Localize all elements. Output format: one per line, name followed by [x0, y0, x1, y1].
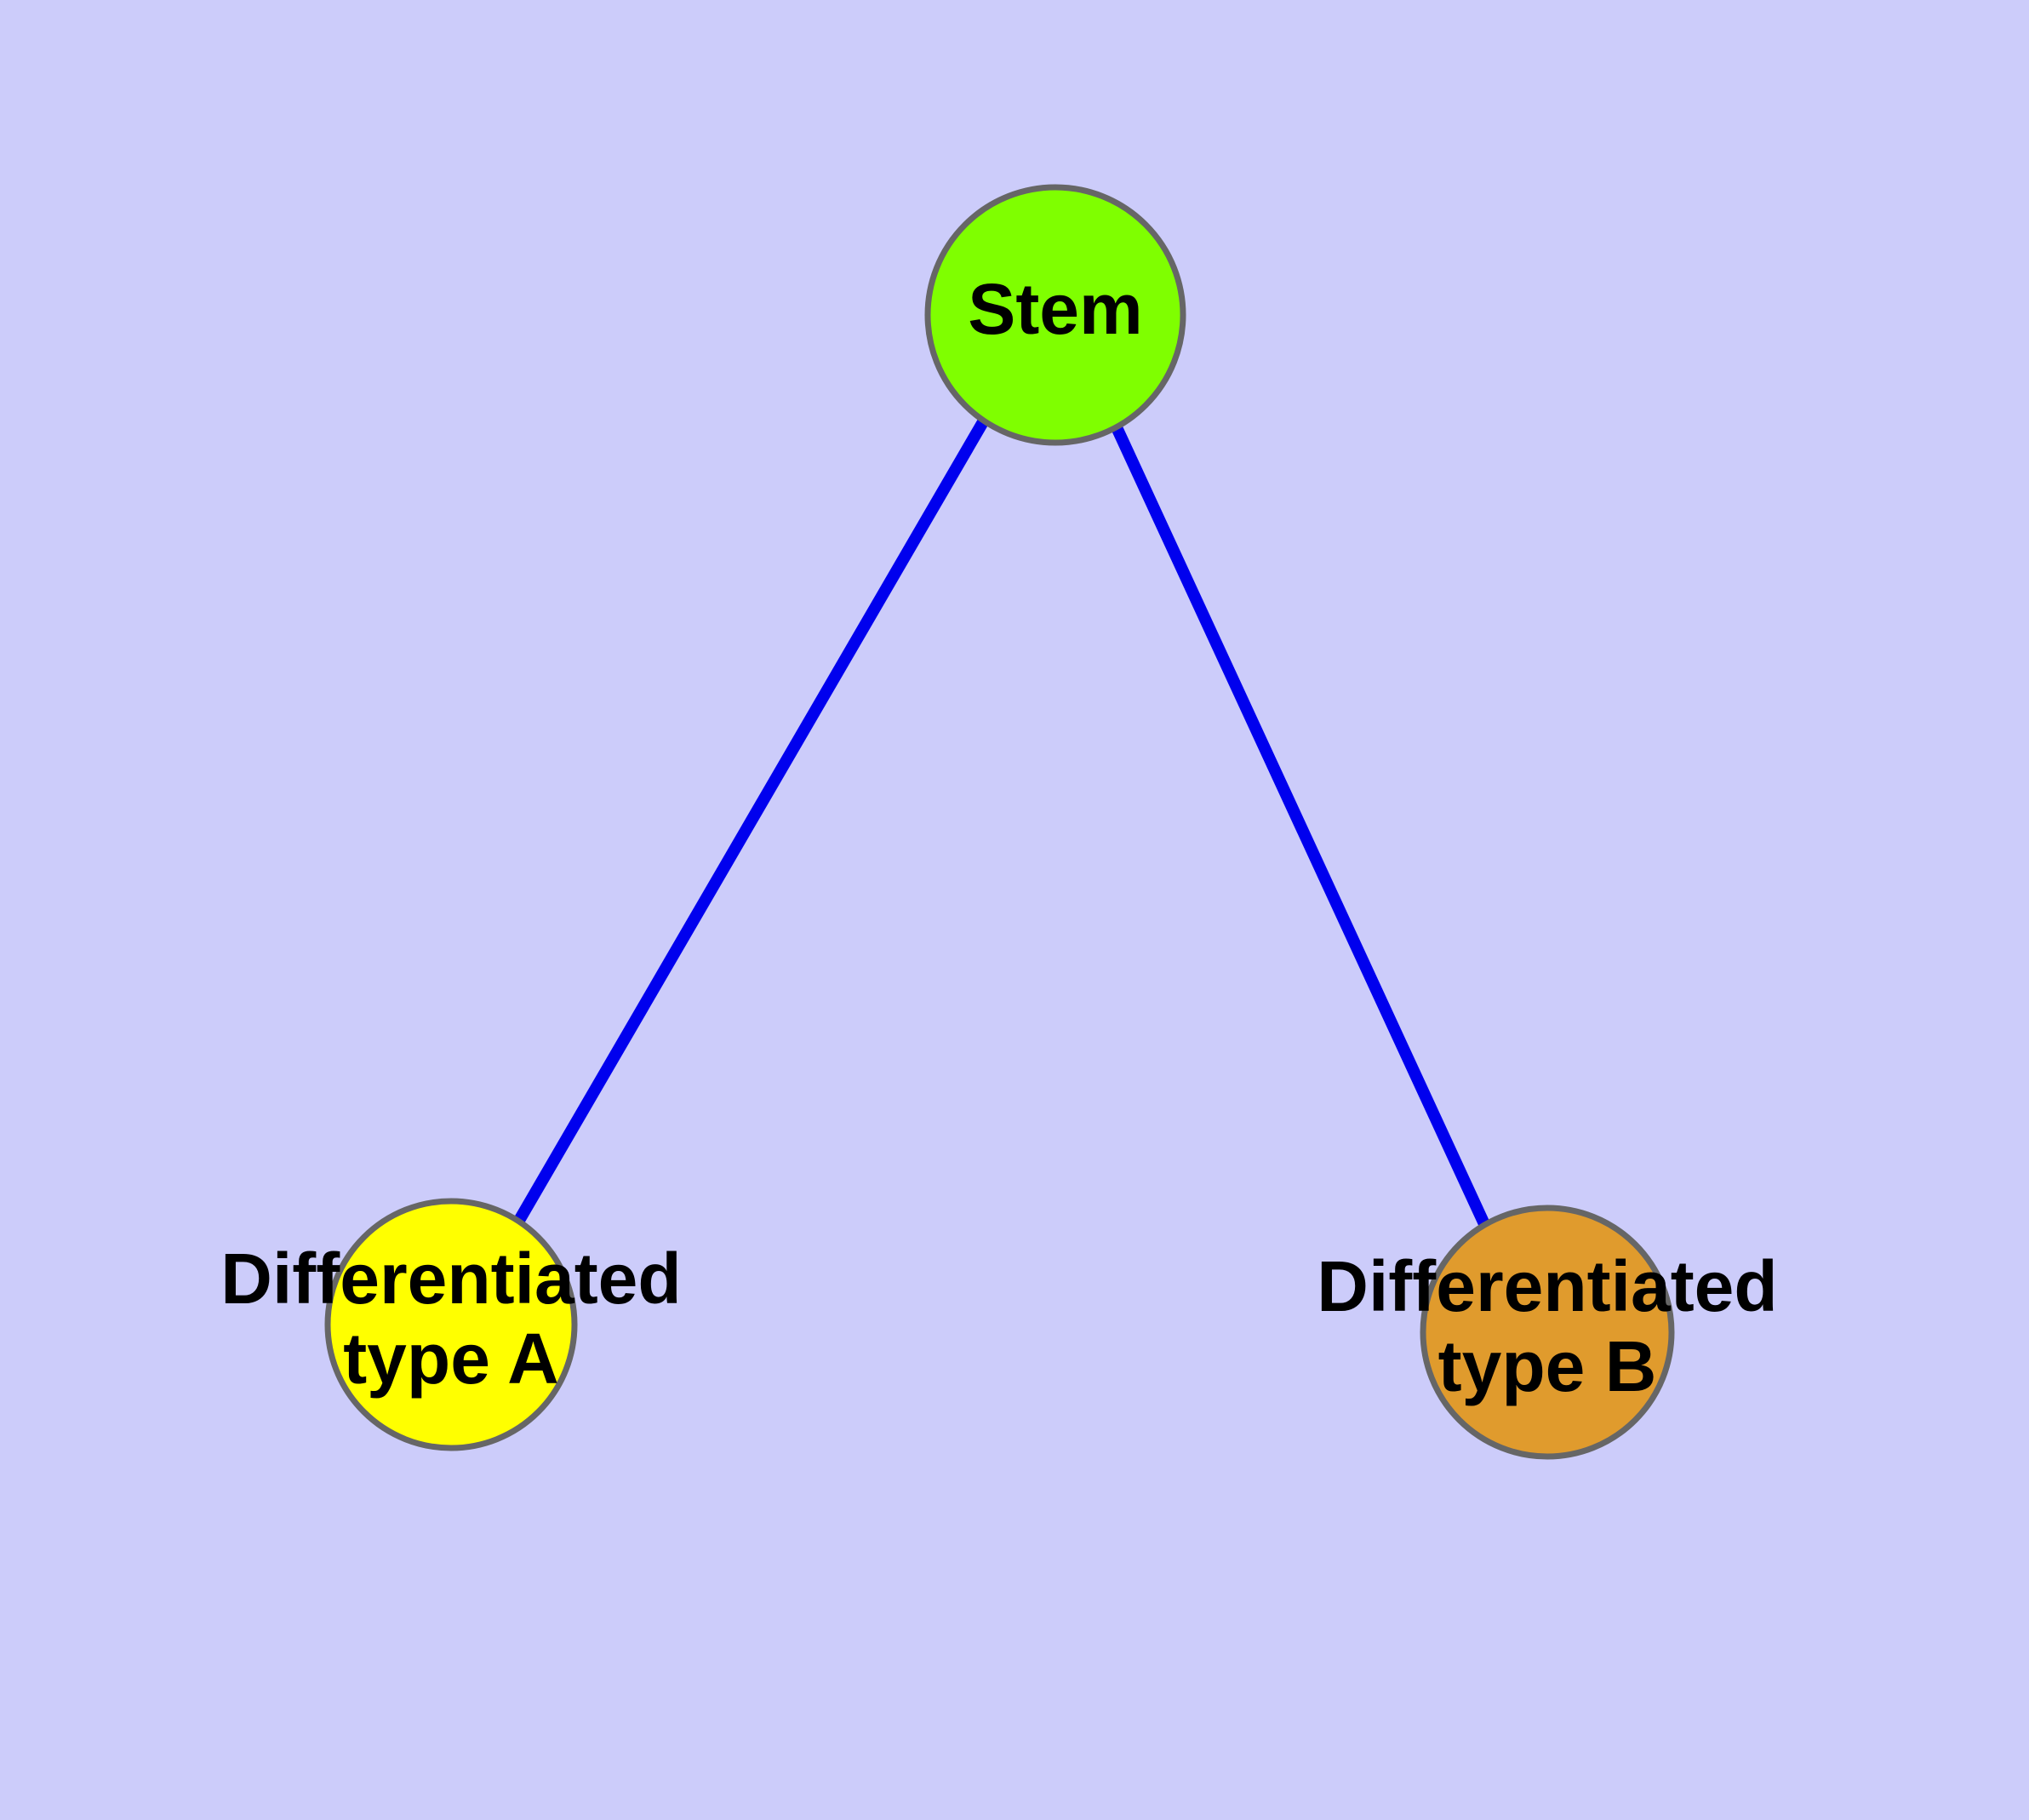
graph-node-diff_a[interactable] [324, 1198, 578, 1451]
graph-node-label-line: Differentiated [220, 1239, 681, 1319]
graph-node-label-stem: Stem [968, 269, 1142, 349]
graph-edge-stem-to-diff-a[interactable] [512, 417, 990, 1227]
node-layer [324, 184, 1675, 1460]
graph-node-label-line: type B [1438, 1326, 1657, 1406]
edge-layer [512, 417, 1491, 1228]
graph-edge-stem-to-diff-b[interactable] [1110, 423, 1491, 1228]
graph-node-diff_b[interactable] [1420, 1205, 1675, 1460]
graph-node-label-line: Differentiated [1317, 1246, 1777, 1326]
graph-node-stem[interactable] [924, 184, 1186, 446]
graph-node-label-line: Stem [968, 269, 1142, 349]
graph-node-label-line: type A [343, 1319, 559, 1399]
